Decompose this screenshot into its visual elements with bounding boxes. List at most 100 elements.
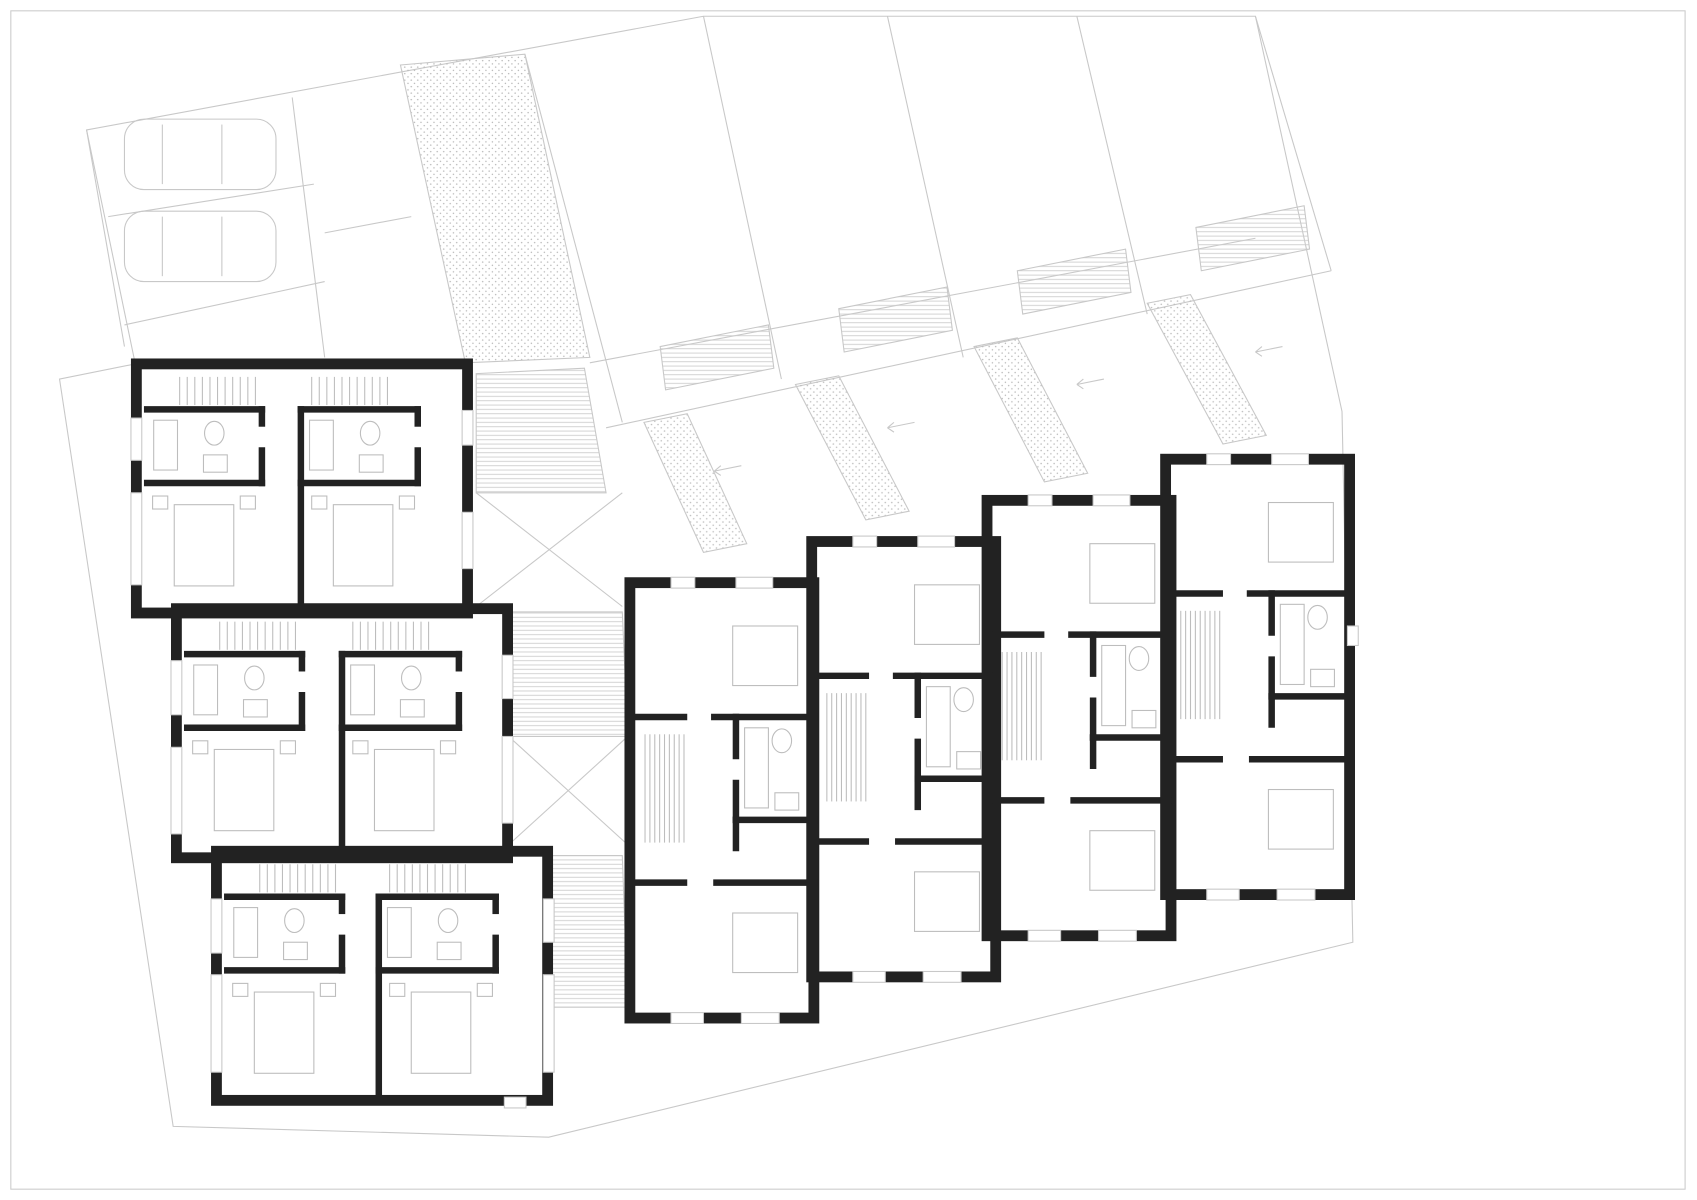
arrow-icon xyxy=(1255,346,1283,357)
exterior-wall xyxy=(981,494,1177,942)
double-bed xyxy=(913,871,980,932)
bedside-table xyxy=(152,495,169,510)
basin xyxy=(436,941,462,961)
window xyxy=(130,417,143,461)
planted-bed xyxy=(643,413,748,553)
car-icon xyxy=(123,210,277,283)
basin xyxy=(202,454,228,473)
basin xyxy=(774,792,800,811)
window xyxy=(1027,929,1062,942)
bedside-table xyxy=(439,740,457,755)
window xyxy=(210,974,223,1073)
basin xyxy=(399,699,425,718)
window xyxy=(1206,888,1240,901)
toilet xyxy=(953,687,974,713)
bathtub xyxy=(386,907,412,958)
double-bed xyxy=(732,625,799,687)
basin xyxy=(1310,668,1335,688)
toilet xyxy=(284,908,305,934)
bathtub xyxy=(193,664,219,716)
windows-layer xyxy=(130,409,1359,1109)
exterior-wall xyxy=(806,536,1002,983)
double-bed xyxy=(253,991,315,1074)
bathtub xyxy=(153,419,179,471)
site-lines xyxy=(58,15,1354,1138)
double-bed xyxy=(213,748,275,832)
bathtub xyxy=(1101,644,1127,727)
window xyxy=(917,535,956,548)
arrow-icon xyxy=(713,465,742,476)
basin xyxy=(242,699,268,718)
toilet xyxy=(400,665,422,691)
bathtub xyxy=(925,686,951,768)
window xyxy=(852,970,886,983)
entrance-steps xyxy=(475,367,607,494)
bedside-table xyxy=(398,495,416,510)
toilet xyxy=(204,420,225,446)
window xyxy=(501,654,514,700)
basin xyxy=(956,751,982,770)
window xyxy=(130,492,143,586)
bin-store xyxy=(838,286,953,353)
bedside-table xyxy=(389,982,406,997)
double-bed xyxy=(332,504,394,587)
exterior-wall xyxy=(1160,453,1356,900)
car-icon xyxy=(123,118,277,191)
double-bed xyxy=(1089,830,1156,891)
bathtub xyxy=(350,664,376,716)
basin xyxy=(358,454,384,473)
bathtub xyxy=(744,727,769,809)
bedside-table xyxy=(232,982,249,997)
planted-bed xyxy=(973,337,1089,483)
window xyxy=(1206,453,1232,466)
site-line xyxy=(324,216,412,234)
site-line xyxy=(524,54,623,423)
bathtub xyxy=(233,907,259,958)
bathtub xyxy=(1279,603,1305,686)
walls-layer xyxy=(130,358,1356,1106)
arrow-icon xyxy=(887,421,915,433)
window xyxy=(461,511,474,570)
window xyxy=(210,898,223,954)
window xyxy=(1346,625,1359,647)
toilet xyxy=(359,420,381,446)
furniture-layer xyxy=(152,376,1335,1074)
toilet xyxy=(771,728,793,754)
site-line xyxy=(508,736,629,846)
window xyxy=(852,535,878,548)
bin-store xyxy=(659,324,775,391)
window xyxy=(461,409,474,446)
toilet xyxy=(1307,604,1328,630)
site-line xyxy=(86,129,125,347)
site-line xyxy=(475,492,623,607)
planted-bed xyxy=(794,375,910,521)
arrow-icon xyxy=(1076,378,1105,390)
bin-store xyxy=(1195,205,1311,272)
window xyxy=(503,1096,527,1109)
bedside-table xyxy=(352,740,369,755)
bedside-table xyxy=(239,495,256,510)
sheet-border xyxy=(10,10,1686,1190)
window xyxy=(170,660,183,716)
window xyxy=(1092,494,1131,507)
double-bed xyxy=(1267,501,1334,563)
window xyxy=(542,898,555,943)
double-bed xyxy=(373,748,435,832)
exterior-wall xyxy=(624,577,820,1024)
bin-store xyxy=(1016,248,1132,315)
window xyxy=(740,1012,780,1025)
bedside-table xyxy=(311,495,328,510)
window xyxy=(1276,888,1316,901)
window xyxy=(501,735,514,824)
bedside-table xyxy=(279,740,297,755)
entrance-steps xyxy=(551,855,629,1008)
window xyxy=(670,1012,705,1025)
window xyxy=(1271,453,1310,466)
entrance-steps xyxy=(508,611,629,738)
double-bed xyxy=(732,912,799,974)
planted-bed xyxy=(1146,293,1268,445)
site-line xyxy=(291,97,326,358)
basin xyxy=(1131,709,1157,729)
window xyxy=(1027,494,1053,507)
